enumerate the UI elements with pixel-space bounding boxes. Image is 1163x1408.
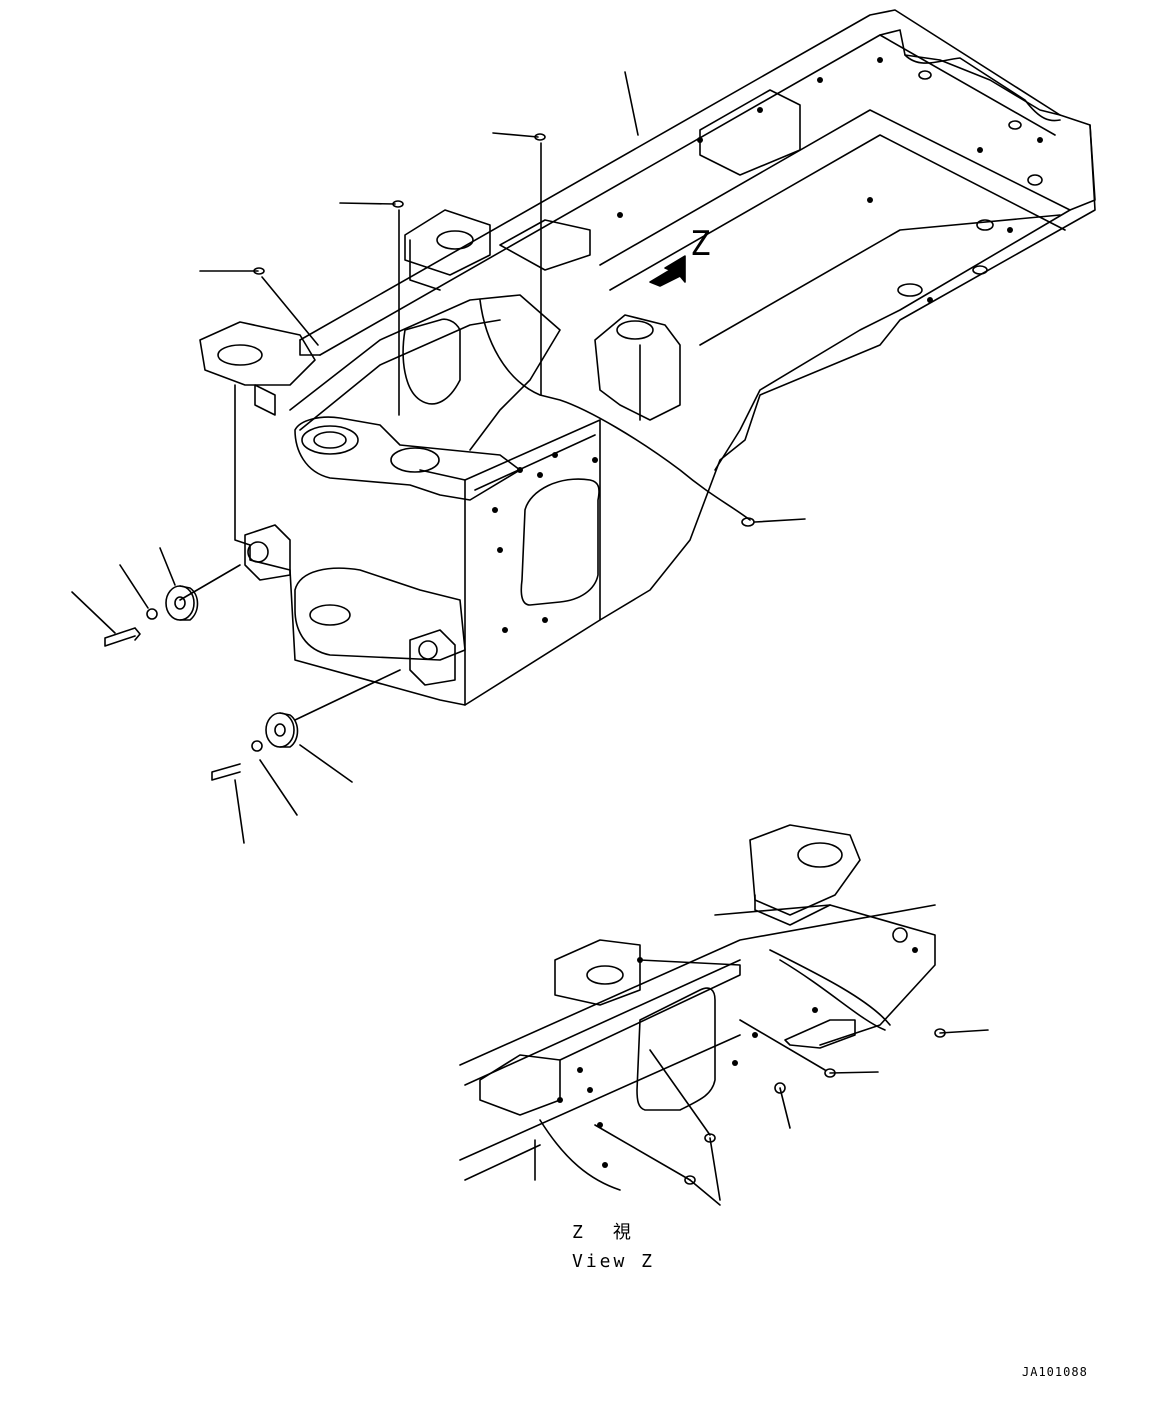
view-label-jp: Z 視 <box>572 1222 637 1243</box>
direction-arrow-letter: Z <box>690 224 710 264</box>
document-id: JA101088 <box>1022 1365 1088 1379</box>
main-frame <box>199 9 1096 706</box>
fasteners <box>104 133 755 781</box>
bolt <box>104 627 141 647</box>
leader-lines <box>71 71 806 844</box>
bolt <box>211 763 241 781</box>
view-label-en: View Z <box>572 1251 655 1272</box>
washer <box>251 740 263 752</box>
direction-arrow: Z <box>649 224 710 287</box>
rubber-mount <box>265 712 295 748</box>
detail-view-z <box>459 824 989 1206</box>
washer <box>146 608 158 620</box>
rubber-mount <box>165 585 195 621</box>
